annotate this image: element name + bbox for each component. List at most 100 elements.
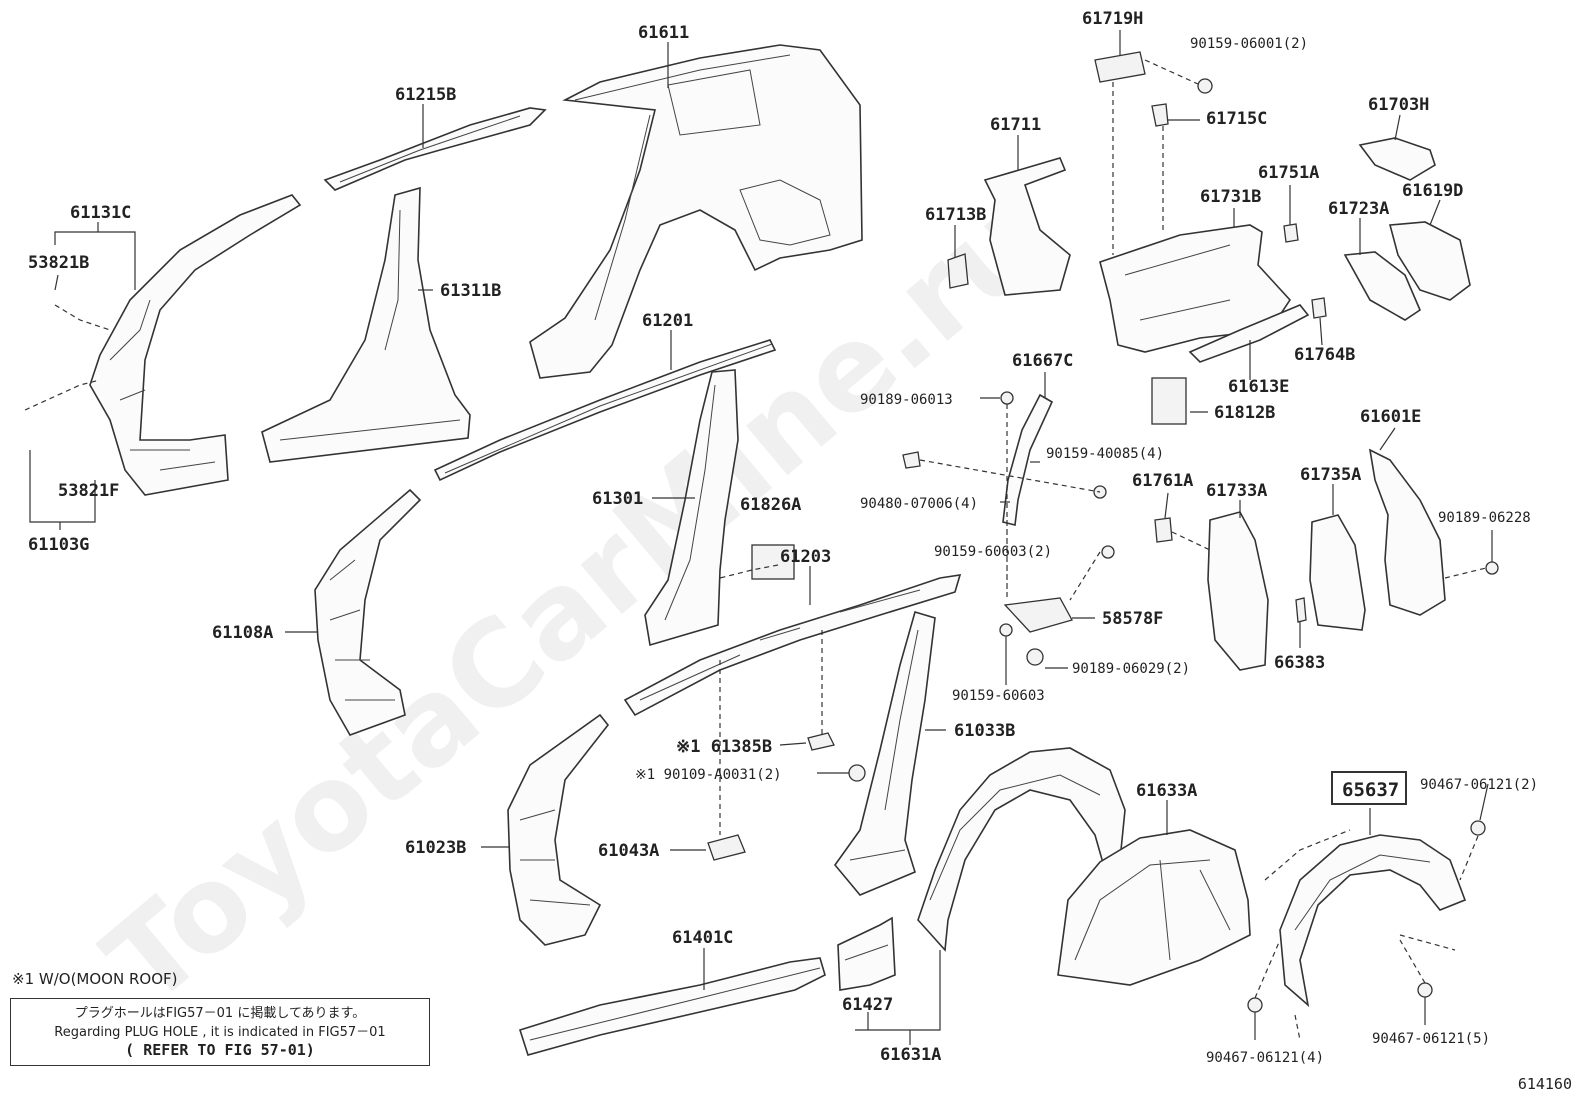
part-61311B-shape[interactable] [261,186,471,463]
part-90467-2-shape[interactable] [1470,820,1486,836]
label-90159-40085[interactable]: 90159-40085(4) [1046,446,1164,462]
part-61703H-shape[interactable] [1358,137,1436,181]
part-61711-shape[interactable] [983,157,1071,296]
part-66383-shape[interactable] [1295,597,1307,623]
label-61385B[interactable]: ※1 61385B [676,737,772,757]
note-reference-link[interactable]: ( REFER TO FIG 57-01) [125,1041,315,1059]
part-61301-shape[interactable] [644,369,739,647]
part-61715C-shape[interactable] [1151,103,1169,127]
part-61401C-shape[interactable] [518,957,826,1056]
label-90109[interactable]: ※1 90109-A0031(2) [635,767,782,783]
label-90189-06029[interactable]: 90189-06029(2) [1072,661,1190,677]
label-61751A[interactable]: 61751A [1258,163,1319,183]
part-90467-5-shape[interactable] [1417,982,1433,998]
part-61619D-shape[interactable] [1388,221,1471,301]
label-61103G[interactable]: 61103G [28,535,89,555]
label-61601E[interactable]: 61601E [1360,407,1421,427]
part-61764B-shape[interactable] [1311,297,1327,319]
part-61667C-shape[interactable] [1002,393,1054,526]
part-61733A-shape[interactable] [1207,511,1269,671]
part-61201-shape[interactable] [433,339,777,482]
label-61764B[interactable]: 61764B [1294,345,1355,365]
label-90159-60603[interactable]: 90159-60603 [952,688,1045,704]
label-90159-60603-2[interactable]: 90159-60603(2) [934,544,1052,560]
label-61713B[interactable]: 61713B [925,205,986,225]
part-61023B-shape[interactable] [507,713,610,946]
part-90189-06029-shape[interactable] [1026,648,1044,666]
part-61215B-shape[interactable] [323,107,547,191]
part-61427-shape[interactable] [837,916,896,991]
part-90159-60603-2-shape[interactable] [1101,545,1115,559]
part-61735A-shape[interactable] [1309,514,1366,631]
label-61033B[interactable]: 61033B [954,721,1015,741]
label-61301[interactable]: 61301 [592,489,643,509]
part-61601E-shape[interactable] [1368,448,1446,616]
part-61751A-shape[interactable] [1283,223,1299,243]
label-61201[interactable]: 61201 [642,311,693,331]
part-61826A-shape[interactable] [751,544,795,580]
part-61633A-shape[interactable] [1057,829,1251,986]
part-65637-shape[interactable] [1264,829,1467,1041]
label-61731B[interactable]: 61731B [1200,187,1261,207]
label-61311B[interactable]: 61311B [440,281,501,301]
part-61131C-shape[interactable] [89,194,302,496]
part-61108A-shape[interactable] [314,488,422,736]
part-90109-shape[interactable] [848,764,866,782]
label-61733A[interactable]: 61733A [1206,481,1267,501]
part-90159-06001-shape[interactable] [1197,78,1213,94]
part-61613E-shape[interactable] [1188,304,1310,363]
label-53821F[interactable]: 53821F [58,481,119,501]
label-61711[interactable]: 61711 [990,115,1041,135]
label-90480-07006[interactable]: 90480-07006(4) [860,496,978,512]
part-61719H-shape[interactable] [1094,51,1146,83]
part-90189-06013-shape[interactable] [1000,391,1014,405]
label-61667C[interactable]: 61667C [1012,351,1073,371]
label-61215B[interactable]: 61215B [395,85,456,105]
plug-hole-note-box: プラグホールはFIG57－01 に掲載してあります。 Regarding PLU… [10,998,430,1066]
label-58578F[interactable]: 58578F [1102,609,1163,629]
label-61826A[interactable]: 61826A [740,495,801,515]
part-61611-shape[interactable] [529,44,863,379]
label-90159-06001[interactable]: 90159-06001(2) [1190,36,1308,52]
label-61812B[interactable]: 61812B [1214,403,1275,423]
label-61703H[interactable]: 61703H [1368,95,1429,115]
part-61203-shape[interactable] [623,574,962,717]
label-61761A[interactable]: 61761A [1132,471,1193,491]
part-61812B-shape[interactable] [1151,377,1187,425]
label-90189-06228[interactable]: 90189-06228 [1438,510,1531,526]
label-61715C[interactable]: 61715C [1206,109,1267,129]
label-66383[interactable]: 66383 [1274,653,1325,673]
label-61043A[interactable]: 61043A [598,841,659,861]
part-90159-60603-shape[interactable] [999,623,1013,637]
label-90467-06121-2[interactable]: 90467-06121(2) [1420,777,1538,793]
label-61611[interactable]: 61611 [638,23,689,43]
part-61723A-shape[interactable] [1343,251,1421,321]
label-61735A[interactable]: 61735A [1300,465,1361,485]
label-61619D[interactable]: 61619D [1402,181,1463,201]
label-61023B[interactable]: 61023B [405,838,466,858]
label-61203[interactable]: 61203 [780,547,831,567]
label-61633A[interactable]: 61633A [1136,781,1197,801]
part-90467-4-shape[interactable] [1247,997,1263,1013]
label-61131C[interactable]: 61131C [70,203,131,223]
label-90467-06121-5[interactable]: 90467-06121(5) [1372,1031,1490,1047]
label-90189-06013[interactable]: 90189-06013 [860,392,953,408]
part-90480-shape[interactable] [902,451,921,469]
label-61108A[interactable]: 61108A [212,623,273,643]
label-90467-06121-4[interactable]: 90467-06121(4) [1206,1050,1324,1066]
label-65637[interactable]: 65637 [1342,779,1399,801]
part-61385B-shape[interactable] [807,732,835,751]
part-58578F-shape[interactable] [1003,597,1073,633]
label-61613E[interactable]: 61613E [1228,377,1289,397]
part-61033B-shape[interactable] [833,611,936,896]
label-61723A[interactable]: 61723A [1328,199,1389,219]
label-61427[interactable]: 61427 [842,995,893,1015]
label-53821B[interactable]: 53821B [28,253,89,273]
label-61401C[interactable]: 61401C [672,928,733,948]
part-61043A-shape[interactable] [707,834,746,861]
part-90189-06228-shape[interactable] [1485,561,1499,575]
label-61719H[interactable]: 61719H [1082,9,1143,29]
part-61761A-shape[interactable] [1154,517,1173,543]
part-61713B-shape[interactable] [947,253,969,289]
label-61631A[interactable]: 61631A [880,1045,941,1065]
